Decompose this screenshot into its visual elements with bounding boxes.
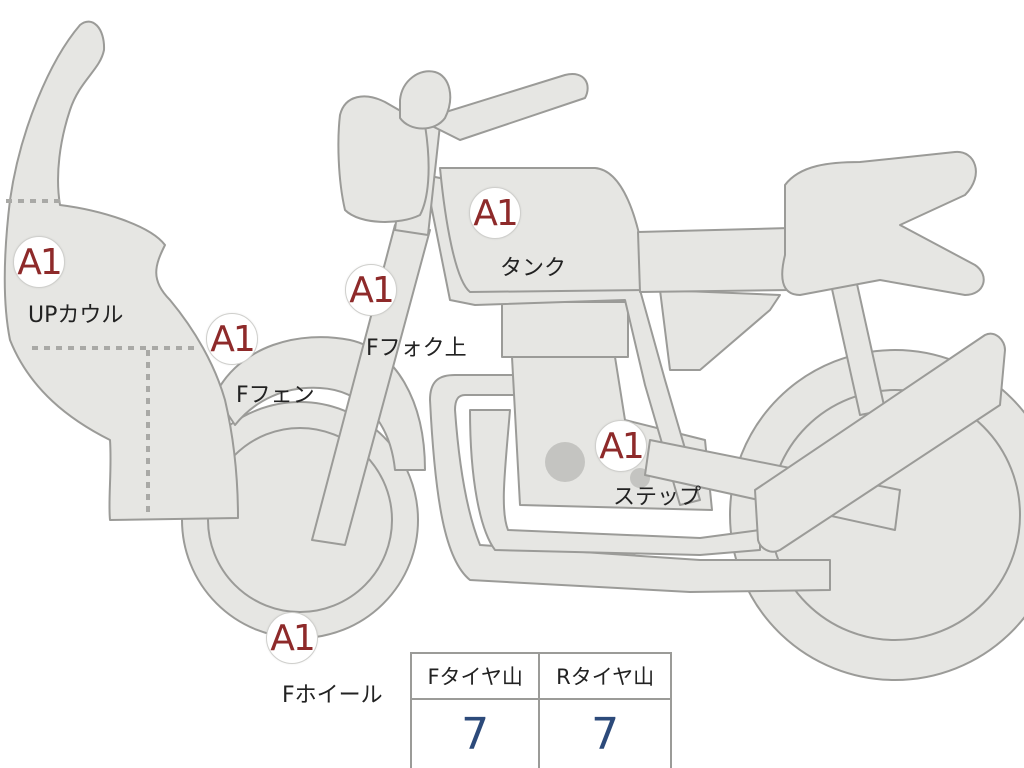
engine-head-shape (501, 301, 629, 358)
tank-label: タンク (500, 256, 567, 281)
handlebar-shape (419, 73, 589, 141)
headlight-shape (337, 95, 430, 223)
front-tire-tread-value: 7 (409, 698, 541, 768)
up-cowl-shape (3, 20, 239, 521)
tail-shape (781, 150, 985, 296)
exhaust-outer-shape (429, 374, 831, 593)
front-wheel-label: Fホイール (282, 683, 383, 708)
front-fender-grade-badge: A1 (206, 313, 258, 365)
tire-tread-table: Fタイヤ山 Rタイヤ山 7 7 (409, 652, 672, 768)
tank-grade-badge: A1 (469, 187, 521, 239)
step-grade-badge: A1 (595, 420, 647, 472)
side-cover-shape (659, 289, 781, 371)
front-fork-upper-label: Fフォク上 (366, 336, 467, 361)
seat-shape (637, 227, 791, 293)
front-fork-upper-grade-badge: A1 (345, 264, 397, 316)
meter-shape (399, 70, 452, 130)
front-fender-label: Fフェン (236, 383, 315, 408)
up-cowl-label: UPカウル (28, 303, 124, 328)
step-label: ステップ (613, 485, 702, 510)
tire-tread-value-row: 7 7 (409, 698, 672, 768)
up-cowl-grade-badge: A1 (13, 236, 65, 288)
rear-tire-tread-header: Rタイヤ山 (538, 652, 672, 700)
front-tire-tread-header: Fタイヤ山 (409, 652, 541, 700)
muffler-shape (754, 332, 1006, 553)
front-wheel-grade-badge: A1 (266, 612, 318, 664)
tire-tread-header-row: Fタイヤ山 Rタイヤ山 (409, 652, 672, 700)
rear-tire-tread-value: 7 (538, 698, 672, 768)
